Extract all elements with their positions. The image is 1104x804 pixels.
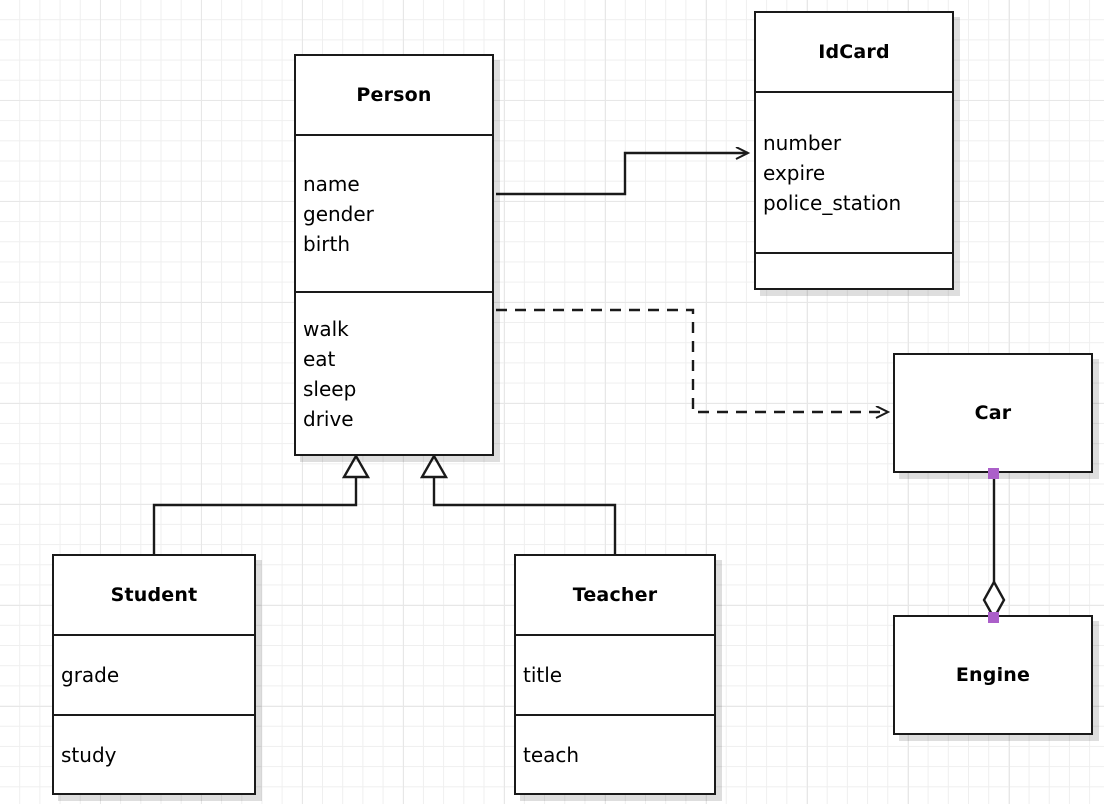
edge-student-person[interactable] — [152, 453, 371, 554]
class-box-person[interactable]: Person name gender birth walk eat sleep … — [294, 54, 494, 456]
connector-handle-source[interactable] — [988, 468, 999, 479]
attribute: number — [763, 130, 842, 155]
class-methods-student: study — [54, 714, 254, 793]
attribute: grade — [61, 663, 120, 687]
attribute: gender — [303, 201, 374, 226]
edge-car-engine[interactable] — [982, 472, 1006, 621]
class-methods-idcard — [756, 252, 952, 288]
class-attributes-person: name gender birth — [296, 134, 492, 291]
class-box-student[interactable]: Student grade study — [52, 554, 256, 795]
class-title-car: Car — [974, 402, 1012, 424]
class-title-student: Student — [110, 584, 198, 606]
method: eat — [303, 346, 336, 371]
method: drive — [303, 406, 354, 431]
class-methods-person: walk eat sleep drive — [296, 291, 492, 454]
class-box-engine[interactable]: Engine — [893, 615, 1093, 735]
class-attributes-teacher: title — [516, 634, 714, 714]
method: study — [61, 742, 117, 767]
method: teach — [523, 742, 580, 767]
class-title-person: Person — [356, 84, 432, 106]
method: walk — [303, 316, 349, 341]
class-title-idcard: IdCard — [818, 41, 890, 63]
edge-person-idcard[interactable] — [496, 153, 748, 196]
attribute: name — [303, 171, 360, 196]
method: sleep — [303, 376, 357, 401]
connector-handle-target[interactable] — [988, 612, 999, 623]
edge-teacher-person[interactable] — [419, 453, 617, 554]
class-box-car[interactable]: Car — [893, 353, 1093, 473]
class-methods-teacher: teach — [516, 714, 714, 793]
attribute: title — [523, 663, 563, 687]
class-title-teacher: Teacher — [572, 584, 658, 606]
hollow-triangle-icon — [419, 453, 449, 479]
attribute: birth — [303, 231, 350, 256]
class-box-idcard[interactable]: IdCard number expire police_station — [754, 11, 954, 290]
class-attributes-idcard: number expire police_station — [756, 91, 952, 252]
class-title-engine: Engine — [955, 664, 1031, 686]
class-attributes-student: grade — [54, 634, 254, 714]
hollow-triangle-icon — [341, 453, 371, 479]
attribute: expire — [763, 160, 826, 185]
class-box-teacher[interactable]: Teacher title teach — [514, 554, 716, 795]
edge-person-car[interactable] — [496, 308, 888, 412]
attribute: police_station — [763, 190, 902, 215]
